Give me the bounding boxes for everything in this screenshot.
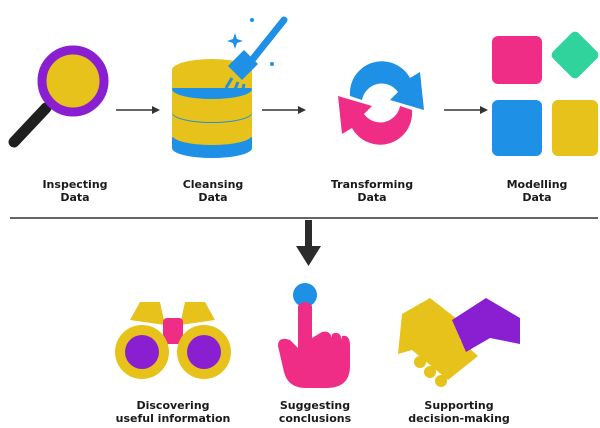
flow-arrow <box>116 106 160 114</box>
flow-arrow <box>444 106 488 114</box>
stage-label-transforming: Transforming Data <box>330 178 414 204</box>
down-arrow-icon <box>296 220 321 266</box>
handshake-icon <box>398 298 520 387</box>
circular-arrows-icon <box>338 61 424 145</box>
stage-label-modelling: Modelling Data <box>506 178 568 204</box>
flow-arrow <box>262 106 306 114</box>
magnifying-glass-icon <box>8 45 109 148</box>
shapes-grid-icon <box>492 31 599 156</box>
outcome-label-supporting: Supporting decision-making <box>408 399 510 425</box>
outcome-label-suggesting: Suggesting conclusions <box>278 399 352 425</box>
binoculars-icon <box>115 302 231 379</box>
database-broom-icon <box>172 16 288 158</box>
sparkle-icon <box>227 18 274 66</box>
pointing-hand-icon <box>278 283 350 388</box>
stage-label-cleansing: Cleansing Data <box>182 178 244 204</box>
stage-label-inspecting: Inspecting Data <box>42 178 108 204</box>
outcome-label-discovering: Discovering useful information <box>115 399 231 425</box>
